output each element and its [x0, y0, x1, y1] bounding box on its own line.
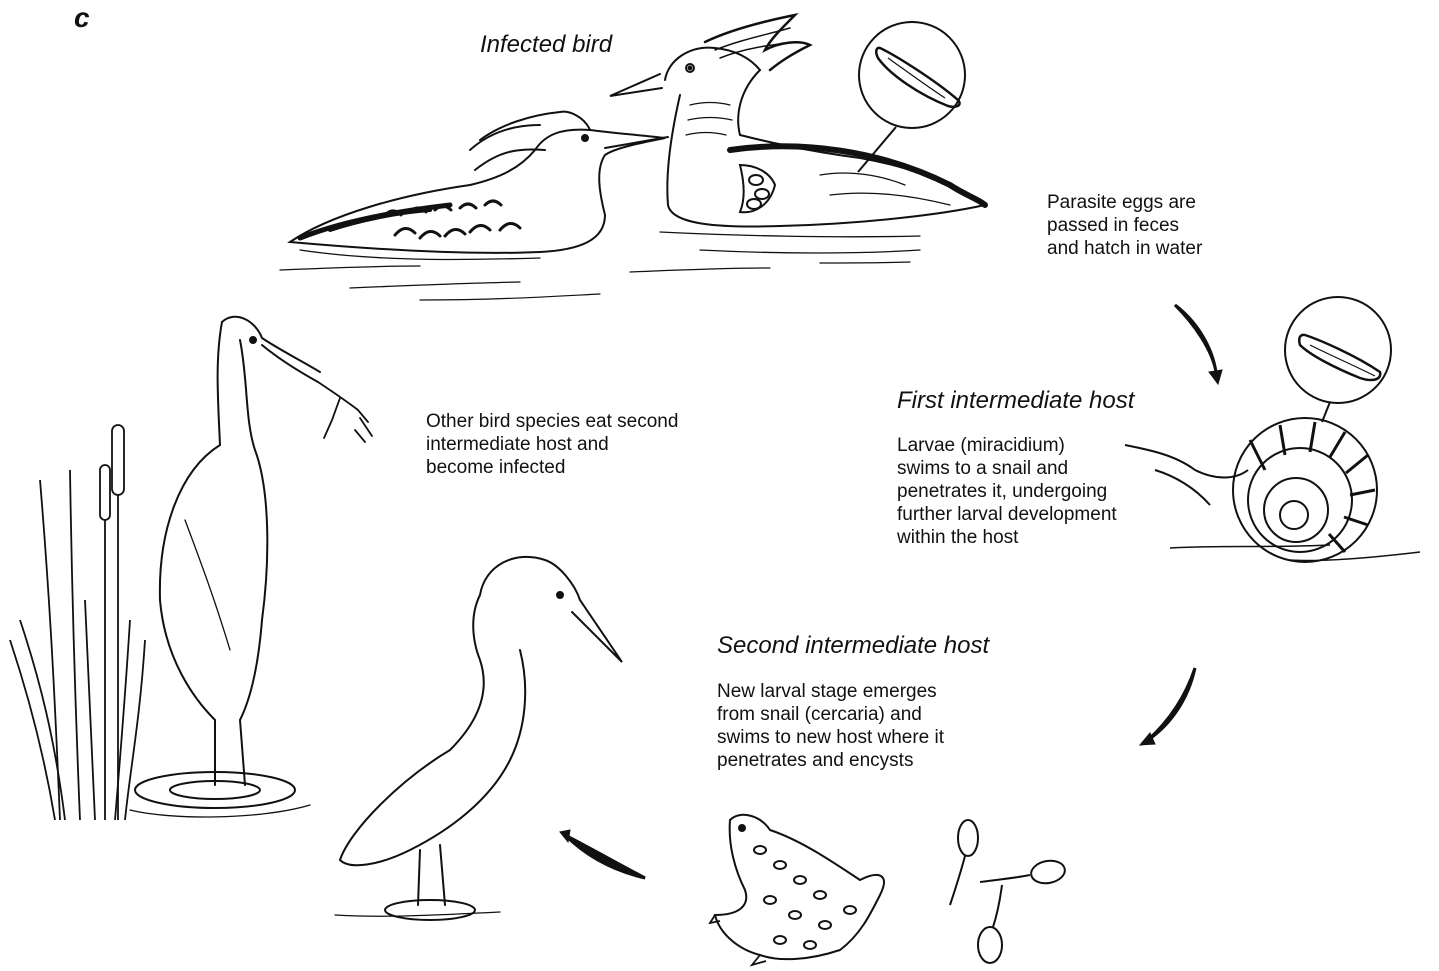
- snail-illustration: [1125, 418, 1420, 562]
- arrow-eggs-to-snail-head: [1209, 370, 1222, 384]
- frog-illustration: [710, 815, 884, 965]
- egg-magnifier-illustration: [858, 22, 965, 172]
- merganser-female-illustration: [280, 112, 668, 288]
- cercariae-illustration: [950, 820, 1067, 963]
- arrow-frog-to-egret: [565, 835, 645, 878]
- heron-eating-frog-illustration: [130, 317, 372, 817]
- arrow-eggs-to-snail: [1175, 305, 1216, 372]
- egret-illustration: [335, 557, 622, 920]
- cattail-reeds-illustration: [10, 425, 145, 820]
- panel-label: c: [74, 2, 90, 34]
- first-host-heading: First intermediate host: [897, 387, 1134, 415]
- first-host-caption: Larvae (miracidium) swims to a snail and…: [897, 434, 1117, 549]
- other-birds-caption: Other bird species eat second intermedia…: [426, 410, 678, 479]
- eggs-caption: Parasite eggs are passed in feces and ha…: [1047, 191, 1202, 260]
- infected-bird-heading: Infected bird: [480, 31, 612, 59]
- second-host-heading: Second intermediate host: [717, 632, 989, 660]
- second-host-caption: New larval stage emerges from snail (cer…: [717, 680, 944, 772]
- arrow-frog-to-egret-head: [560, 830, 570, 842]
- arrow-snail-to-frog: [1148, 668, 1195, 740]
- miracidium-magnifier-illustration: [1285, 297, 1391, 422]
